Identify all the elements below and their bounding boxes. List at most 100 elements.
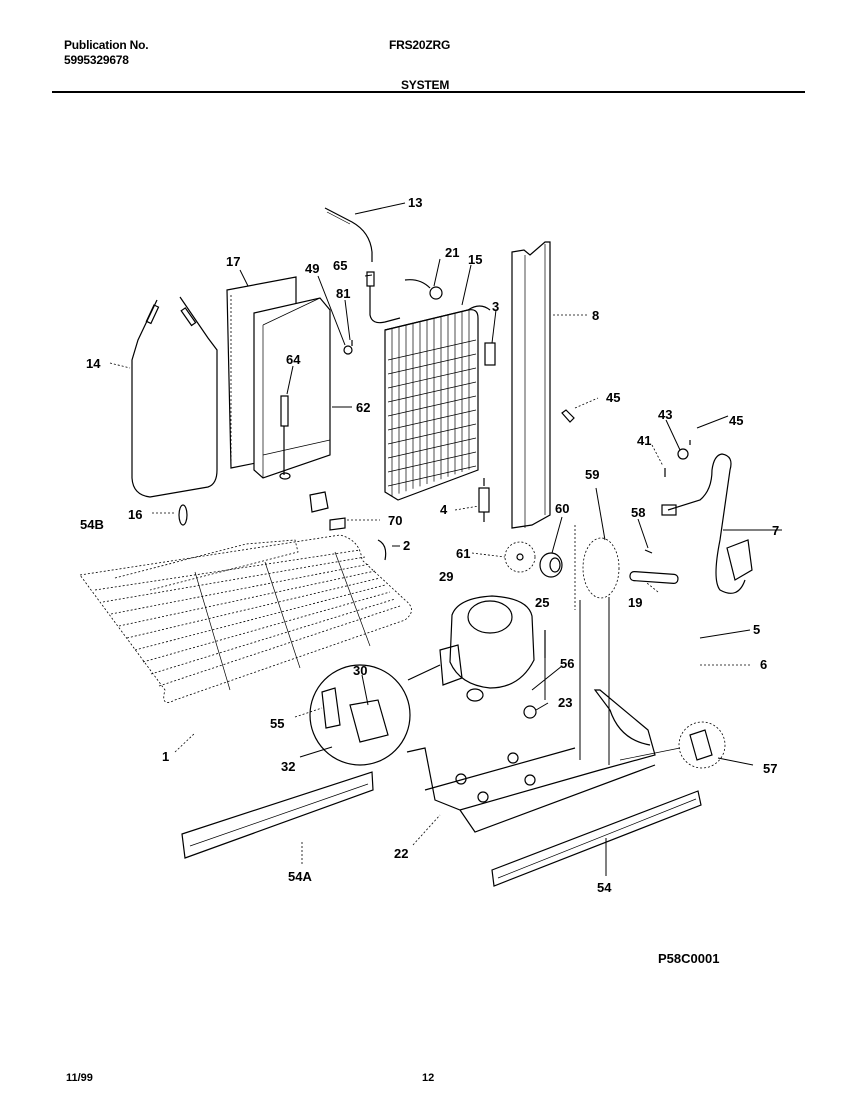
part-8-channel [511,241,551,529]
part-19-tube [629,571,679,584]
part-22-base-pan [406,689,656,833]
part-58-screw [644,549,653,554]
callout-4: 4 [440,502,448,517]
part-7-power-cord [661,453,753,594]
figure-code: P58C0001 [658,951,720,966]
relay-detail-circle [309,664,441,766]
evaporator-tube [387,409,477,431]
evaporator-tube [387,381,477,403]
condenser-wire [194,571,231,691]
callout-22: 22 [394,846,408,861]
callout-16: 16 [128,507,142,522]
callout-54A: 54A [288,869,312,884]
callout-56: 56 [560,656,574,671]
evaporator-tube [387,353,477,375]
callout-6: 6 [760,657,767,672]
callout-23: 23 [558,695,572,710]
part-1-condenser [79,534,412,703]
part-16-clip [178,504,188,526]
part-3-clip [484,342,496,366]
part-14-wire-heater [131,296,218,498]
callout-8: 8 [592,308,599,323]
publication-label: Publication No. [64,38,149,52]
evaporator-tube [387,437,477,459]
callout-81: 81 [336,286,350,301]
part-54B-tray [114,539,299,591]
condenser-tube [102,556,366,603]
condenser-tube [150,598,396,675]
callout-54B: 54B [80,517,104,532]
callout-14: 14 [86,356,101,371]
condenser-tube [110,563,371,615]
callout-61: 61 [456,546,470,561]
evaporator-tube [387,451,477,473]
condenser-tube [134,584,386,651]
part-21-sensor [404,279,443,300]
condenser-wire [334,551,371,647]
callout-65: 65 [333,258,347,273]
part-57-detail [619,721,726,769]
evaporator-tube [387,423,477,445]
callout-54: 54 [597,880,612,895]
callout-49: 49 [305,261,319,276]
model-number: FRS20ZRG [389,38,451,52]
callout-43: 43 [658,407,672,422]
part-70-bracket [309,491,346,531]
callout-17: 17 [226,254,240,269]
part-23-grommet [523,705,537,719]
condenser-tube [142,591,391,663]
evaporator-tube [387,395,477,417]
part-64-heater [279,395,291,480]
callout-41: 41 [637,433,651,448]
part-61-fan-blade [504,541,536,573]
callout-62: 62 [356,400,370,415]
part-59-shroud [574,525,620,610]
evaporator-tube [387,339,477,361]
callout-64: 64 [286,352,301,367]
part-45-screw [561,409,575,423]
callout-45a: 45 [606,390,620,405]
part-2-clip [377,539,387,561]
callout-25: 25 [535,595,549,610]
part-54A-rail [181,771,374,859]
publication-number: 5995329678 [64,53,129,67]
leader-lines [109,202,782,876]
page-number: 12 [422,1072,435,1084]
callout-55: 55 [270,716,284,731]
callout-1: 1 [162,749,169,764]
callout-15: 15 [468,252,482,267]
part-65-connector [366,271,401,324]
part-54-rail [491,790,702,887]
callout-29: 29 [439,569,453,584]
callout-60: 60 [555,501,569,516]
callout-59: 59 [585,467,599,482]
publication-date: 11/99 [66,1072,93,1084]
section-title: SYSTEM [401,78,450,92]
part-60-fan-motor [539,552,563,578]
callout-7: 7 [772,523,779,538]
part-49-grommet [343,345,353,355]
header-rule [52,91,805,93]
part-62-cover [253,297,331,479]
condenser-tube [94,549,361,591]
callout-70: 70 [388,513,402,528]
callout-45b: 45 [729,413,743,428]
compressor [439,595,535,702]
evaporator-tube [387,367,477,389]
condenser-wire [264,561,301,669]
part-15-evaporator [384,305,491,501]
callout-19: 19 [628,595,642,610]
callout-3: 3 [492,299,499,314]
part-4-drier [478,478,490,522]
callout-32: 32 [281,759,295,774]
callout-2: 2 [403,538,410,553]
callout-5: 5 [753,622,760,637]
condenser-tube [126,577,381,639]
callout-57: 57 [763,761,777,776]
evaporator-tube [387,465,477,487]
callout-58: 58 [631,505,645,520]
part-43-clamp [677,448,689,460]
part-13-tube [324,207,373,262]
callout-21: 21 [445,245,459,260]
